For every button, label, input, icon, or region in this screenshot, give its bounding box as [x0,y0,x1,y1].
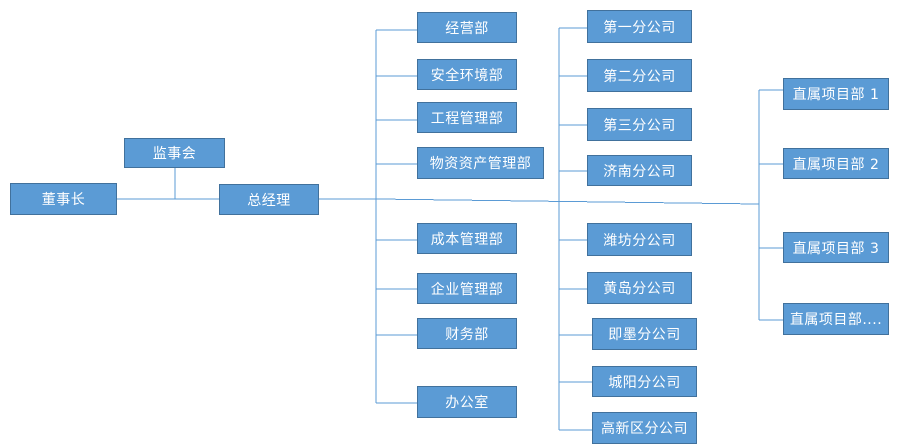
branch-box: 高新区分公司 [592,412,697,444]
department-box: 办公室 [417,386,517,418]
branch-box: 即墨分公司 [592,318,697,350]
department-box: 物资资产管理部 [417,147,544,179]
department-box: 企业管理部 [417,273,517,304]
general-manager-box: 总经理 [219,184,319,215]
project-dept-box: 直属项目部 1 [783,78,889,110]
department-box: 财务部 [417,318,517,349]
branch-box: 黄岛分公司 [587,272,692,304]
project-dept-box: 直属项目部 2 [783,148,889,179]
branch-box: 第二分公司 [587,59,692,92]
department-box: 安全环境部 [417,59,517,90]
supervisory-board-box: 监事会 [124,138,225,168]
branch-box: 济南分公司 [587,155,692,186]
department-box: 成本管理部 [417,223,517,254]
branch-box: 潍坊分公司 [587,223,692,256]
branch-box: 第一分公司 [587,10,692,43]
department-box: 经营部 [417,12,517,43]
branch-box: 第三分公司 [587,108,692,141]
project-dept-box: 直属项目部.... [783,303,889,335]
branch-box: 城阳分公司 [592,366,697,397]
project-dept-box: 直属项目部 3 [783,232,889,263]
department-box: 工程管理部 [417,102,517,133]
chairman-box: 董事长 [10,183,117,215]
